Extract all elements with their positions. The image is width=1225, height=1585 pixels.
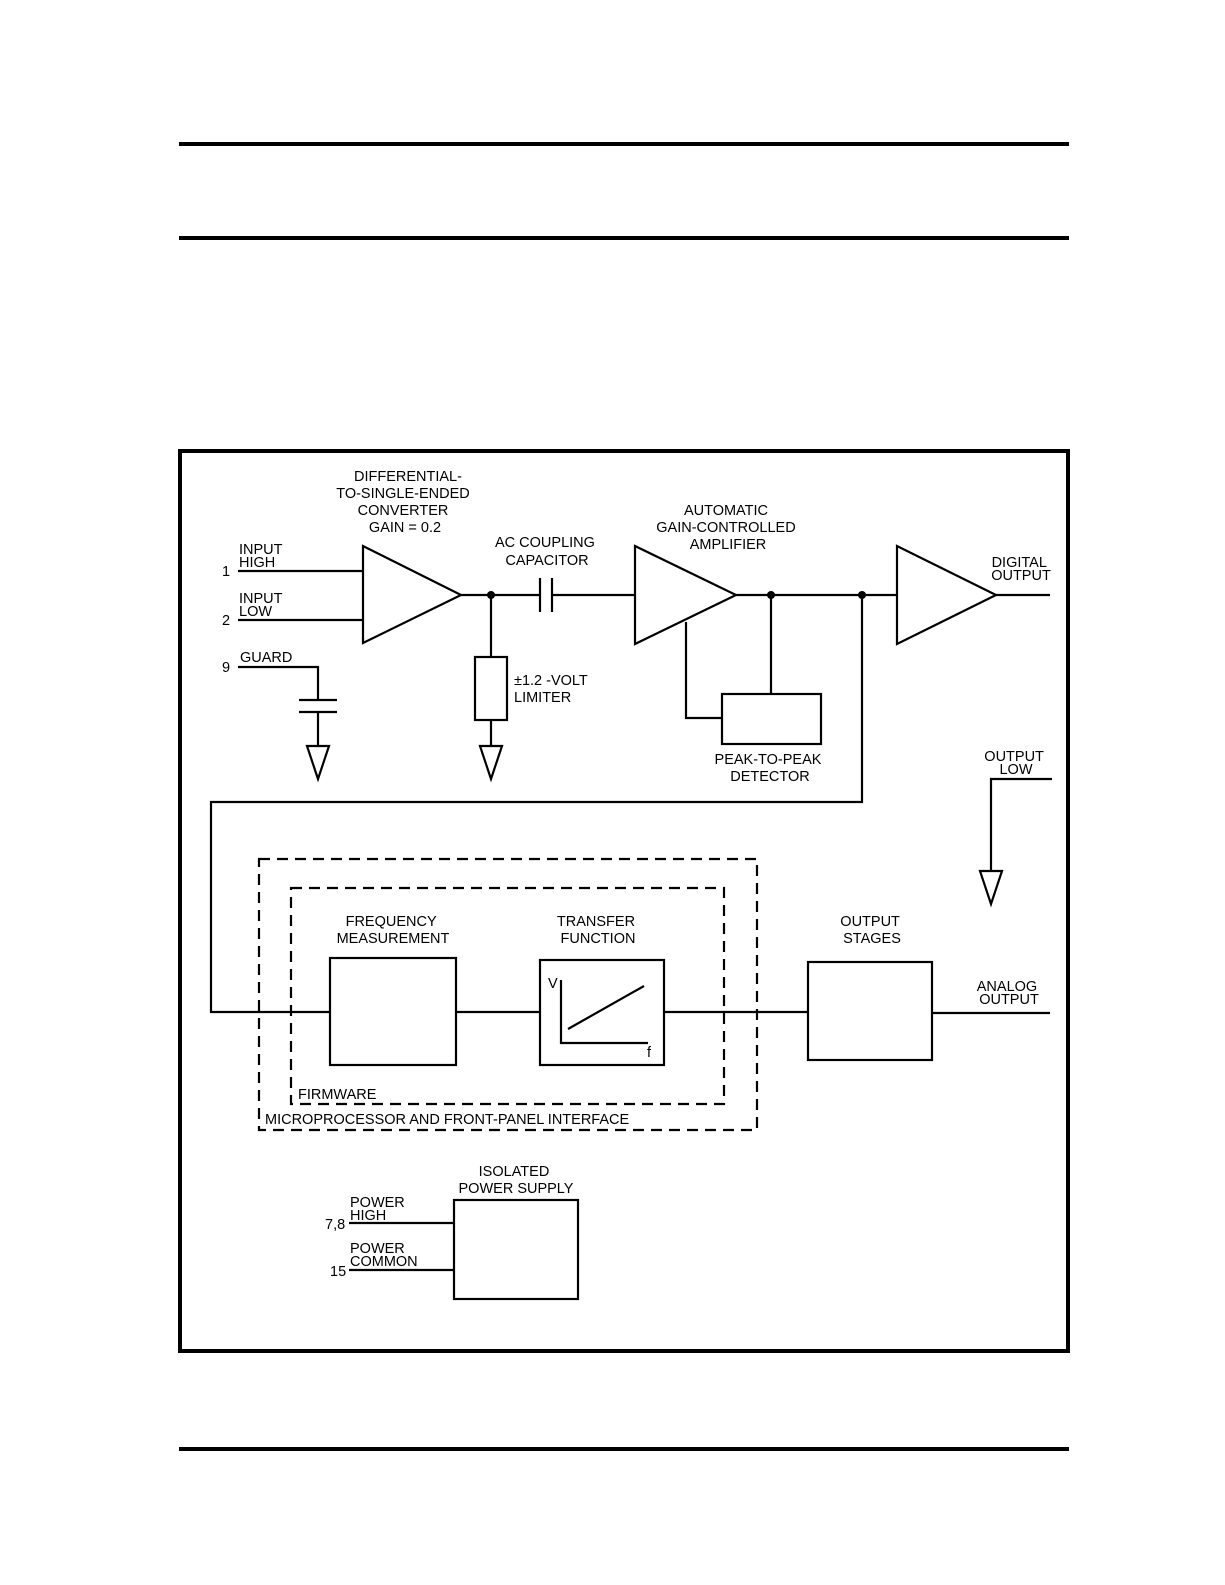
limiter-ground-icon [478,744,504,783]
digital-output-buffer [895,544,999,646]
input-high-label: INPUT HIGH [239,542,286,571]
ac-coupling-label: AC COUPLING CAPACITOR [495,535,599,569]
frequency-measurement-label: FREQUENCY MEASUREMENT [337,914,450,947]
output-stages-label: OUTPUT STAGES [840,914,903,947]
peak-detector-label: PEAK-TO-PEAK DETECTOR [715,752,826,785]
transfer-graph-axes [559,980,648,1045]
agc-amplifier [633,544,739,646]
power-supply-label: ISOLATED POWER SUPPLY [459,1164,574,1197]
pin-guard: 9 [222,660,230,676]
pin-input-low: 2 [222,613,230,629]
output-low-ground-icon [978,869,1004,908]
transfer-function-box [538,958,666,1067]
transfer-function-label: TRANSFER FUNCTION [557,914,639,947]
input-low-label: INPUT LOW [239,591,286,620]
agc-label: AUTOMATIC GAIN-CONTROLLED AMPLIFIER [656,503,799,553]
power-common-label: POWER COMMON [350,1241,418,1270]
detector-feedback-line [684,622,722,720]
guard-ground-icon [305,744,331,783]
firmware-boundary [289,886,726,1106]
transfer-graph-f-label: f [647,1045,652,1061]
converter-label: DIFFERENTIAL- TO-SINGLE-ENDED CONVERTER … [336,469,474,536]
pin-input-high: 1 [222,564,230,580]
transfer-graph-line [567,985,645,1030]
guard-line [238,665,320,700]
firmware-label: FIRMWARE [298,1087,377,1103]
peak-detector-box [720,692,823,746]
converter-amplifier [361,544,464,645]
power-high-label: POWER HIGH [350,1195,409,1224]
pin-power-common: 15 [330,1264,346,1280]
header-rule-top [179,142,1069,146]
limiter-box [473,655,509,722]
signal-path-to-frequency [209,595,864,1014]
output-low-label: OUTPUT LOW [984,749,1047,778]
microprocessor-label: MICROPROCESSOR AND FRONT-PANEL INTERFACE [265,1112,629,1128]
analog-output-label: ANALOG OUTPUT [977,979,1041,1008]
pin-power-high: 7,8 [325,1217,345,1233]
output-low-line [989,777,1052,871]
power-supply-box [452,1198,580,1301]
diagram-frame [178,449,1070,1353]
frequency-measurement-box [328,956,458,1067]
digital-output-label: DIGITAL OUTPUT [991,555,1051,584]
limiter-label: ±1.2 -VOLT LIMITER [514,673,592,706]
transfer-graph-v-label: V [548,976,558,992]
footer-rule [179,1447,1069,1451]
header-rule-bottom [179,236,1069,240]
microprocessor-boundary [257,857,759,1132]
output-stages-box [806,960,934,1062]
guard-label: GUARD [240,650,292,666]
